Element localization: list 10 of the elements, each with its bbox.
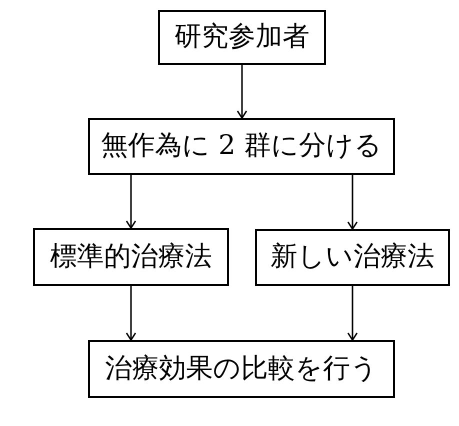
process-box: 無作為に 2 群に分ける: [88, 118, 395, 175]
arrow: [126, 175, 136, 229]
arrow: [236, 65, 248, 119]
process-box: 新しい治療法: [255, 229, 450, 286]
arrow: [347, 175, 358, 230]
process-box: 研究参加者: [158, 10, 326, 65]
arrow: [126, 286, 136, 341]
process-box: 治療効果の比較を行う: [88, 340, 395, 398]
arrow: [347, 286, 358, 341]
process-box: 標準的治療法: [33, 228, 229, 286]
